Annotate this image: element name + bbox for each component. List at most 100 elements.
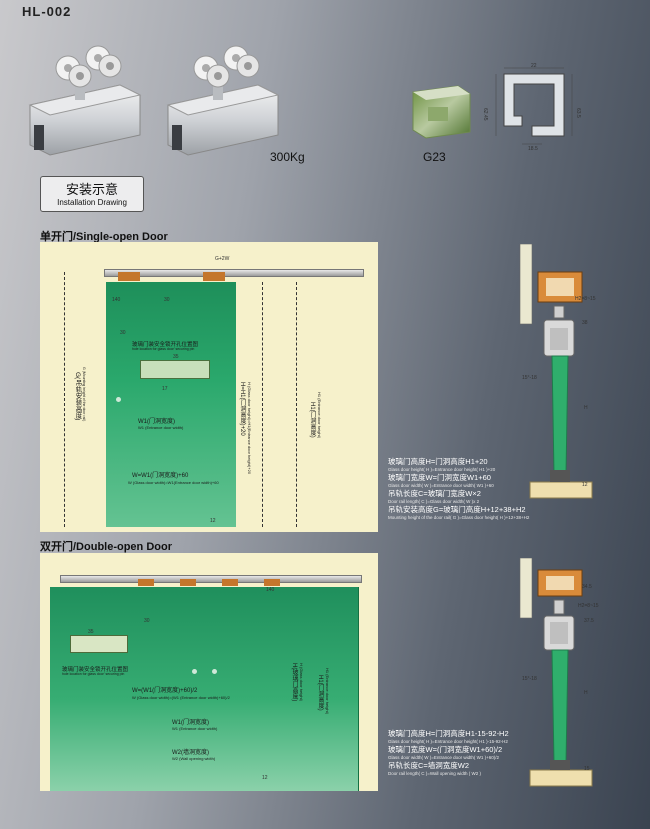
profile-code-caption: G23: [423, 150, 446, 164]
single-formula-4-en: Mounting height of the door rail( G )=Gl…: [388, 515, 530, 520]
single-lock-caption-zh: 玻璃门装安全锁开孔位置图: [132, 342, 199, 348]
installation-drawing-label: 安装示意 Installation Drawing: [40, 176, 144, 212]
single-door-title: 单开门/Single-open Door: [40, 231, 168, 243]
double-w2-en: W2 (Wall opening width): [172, 756, 216, 761]
single-formulas: 玻璃门高度H=门洞高度H1+20 Glass door height( H )=…: [388, 456, 588, 520]
double-w1-zh: W1(门洞宽度): [172, 720, 209, 726]
installation-title-zh: 安装示意: [65, 182, 118, 197]
double-dim-12: 12: [262, 775, 268, 781]
single-side-12: 12: [582, 482, 588, 488]
single-formula-4-zh: 吊轨安装高度G=玻璃门高度H+12+38+H2: [388, 505, 526, 514]
single-door-panel: G+2W 140 30 30 35 17 12 玻璃门装安全锁开孔位置图 hol…: [40, 242, 378, 532]
double-roller-2: [180, 579, 196, 586]
single-formula-2-en: Glass door width( W )=Entrance door widt…: [388, 483, 494, 488]
single-formula-2-zh: 玻璃门宽度W=门洞宽度W1+60: [388, 473, 491, 482]
single-h-line: [262, 282, 263, 527]
double-h-en: H (Glass door height): [299, 663, 304, 702]
double-door-panel: 140 30 35 12 玻璃门装安全锁开孔位置图 hole location …: [40, 553, 378, 791]
single-dim-140: 140: [112, 297, 121, 303]
double-w1-en: W1 (Entrance door width): [172, 726, 218, 731]
single-h1-en: H1 (Entrance door height): [317, 392, 322, 439]
profile-dim-outer-height: 62.45: [482, 108, 488, 121]
double-handle-hole-right: [212, 669, 217, 674]
double-h-zh: H(玻璃门高度): [291, 663, 297, 702]
double-side-angle: 15°-18: [522, 676, 537, 682]
double-roller-1: [138, 579, 154, 586]
single-side-38: 38: [582, 320, 588, 326]
single-side-section: [519, 244, 593, 499]
single-w-zh: W=W1(门洞宽度)+60: [132, 473, 189, 479]
double-glass-door-left: [130, 587, 209, 791]
double-door-title: 双开门/Double-open Door: [40, 541, 172, 553]
single-formula-1-en: Glass door height( H )=Entrance door hei…: [388, 467, 496, 472]
double-side-37-5: 37.5: [584, 618, 594, 624]
single-h-zh: H=H1(门洞高度)+20: [239, 382, 245, 436]
installation-title-en: Installation Drawing: [57, 198, 127, 207]
profile-dim-slot: 18.5: [528, 146, 538, 152]
double-side-15: 15: [584, 766, 590, 772]
double-side-section: [519, 558, 593, 787]
single-door-rail: [104, 269, 364, 277]
double-formula-1-zh: 玻璃门高度H=门洞高度H1-15-92-H2: [388, 729, 509, 738]
double-lock-caption-zh: 玻璃门装安全锁开孔位置图: [62, 667, 129, 673]
profile-section-drawing: [495, 67, 573, 145]
single-h1-line: [296, 282, 297, 527]
double-glass-door-right: [208, 587, 287, 791]
roller-image-1: [28, 45, 142, 156]
model-number: HL-002: [22, 4, 72, 19]
double-dim-30: 30: [144, 618, 150, 624]
single-dim-30a: 30: [164, 297, 170, 303]
single-roller-left: [118, 272, 140, 281]
double-h1-zh: H1(门洞高度): [317, 675, 323, 711]
single-side-h2: H2=8~15: [575, 296, 596, 302]
double-roller-4: [264, 579, 280, 586]
double-handle-hole-left: [192, 669, 197, 674]
double-lock-sketch: [70, 635, 128, 653]
double-dim-140: 140: [266, 587, 275, 593]
double-side-h: H: [584, 690, 588, 696]
single-g-zh: G(吊轨安装高度): [74, 372, 81, 421]
single-total-length: G+2W: [215, 256, 230, 262]
double-w-zh: W=(W1(门洞宽度)+60)/2: [132, 688, 198, 694]
double-formula-1-en: Glass door height( H )=Entrance door hei…: [388, 739, 508, 744]
weight-caption: 300Kg: [270, 150, 305, 164]
single-formula-3-en: Door rail length( C )=Glass door width( …: [388, 499, 480, 504]
double-roller-3: [222, 579, 238, 586]
single-roller-right: [203, 272, 225, 281]
single-lock-sketch: [140, 360, 210, 379]
single-g-line: [64, 272, 65, 527]
single-dim-35: 35: [173, 354, 179, 360]
single-side-angle: 15°-18: [522, 375, 537, 381]
double-formula-3-en: Door rail length( C )=Wall opening width…: [388, 771, 481, 776]
double-formula-2-zh: 玻璃门宽度W=(门洞宽度W1+60)/2: [388, 745, 503, 754]
single-h1-zh: H1(门洞高度): [309, 402, 315, 438]
single-handle-hole: [116, 397, 121, 402]
double-side-34-5: 34.5: [582, 584, 592, 590]
single-glass-door: [106, 282, 236, 527]
profile-dim-width: 22: [531, 63, 537, 69]
single-g-en: G (Mounting height of the door rail): [82, 367, 86, 422]
single-w1-en: W1 (Entrance door width): [138, 425, 184, 430]
single-dim-30b: 30: [120, 330, 126, 336]
double-fixed-glass-right: [286, 587, 359, 791]
double-side-h2: H2=8~15: [578, 603, 599, 609]
single-dim-12: 12: [210, 518, 216, 524]
double-door-rail: [60, 575, 362, 583]
single-w-en: W (Glass door width)=W1(Entrance door wi…: [128, 480, 219, 485]
double-lock-caption-en: hole location for glass door' securing p…: [62, 672, 125, 676]
double-h1-en: H1 (Entrance door height): [325, 668, 330, 715]
double-w2-zh: W2(墙洞宽度): [172, 750, 209, 756]
roller-image-2: [166, 45, 280, 156]
double-fixed-glass-left: [50, 587, 131, 791]
double-formulas: 玻璃门高度H=门洞高度H1-15-92-H2 Glass door height…: [388, 728, 588, 776]
single-formula-1-zh: 玻璃门高度H=门洞高度H1+20: [388, 457, 488, 466]
double-formula-2-en: Glass door width( W )=Entrance door widt…: [388, 755, 500, 760]
double-dim-35: 35: [88, 629, 94, 635]
single-dim-17: 17: [162, 386, 168, 392]
single-side-h: H: [584, 405, 588, 411]
double-formula-3-zh: 吊轨长度C=墙洞宽度W2: [388, 761, 470, 770]
single-formula-3-zh: 吊轨长度C=玻璃门宽度W×2: [388, 489, 481, 498]
single-h-en: H (Glass door height)=H1(Entrance door h…: [247, 382, 252, 475]
profile-sample-image: [412, 85, 471, 139]
profile-dim-inner-height: 63.5: [575, 108, 581, 118]
